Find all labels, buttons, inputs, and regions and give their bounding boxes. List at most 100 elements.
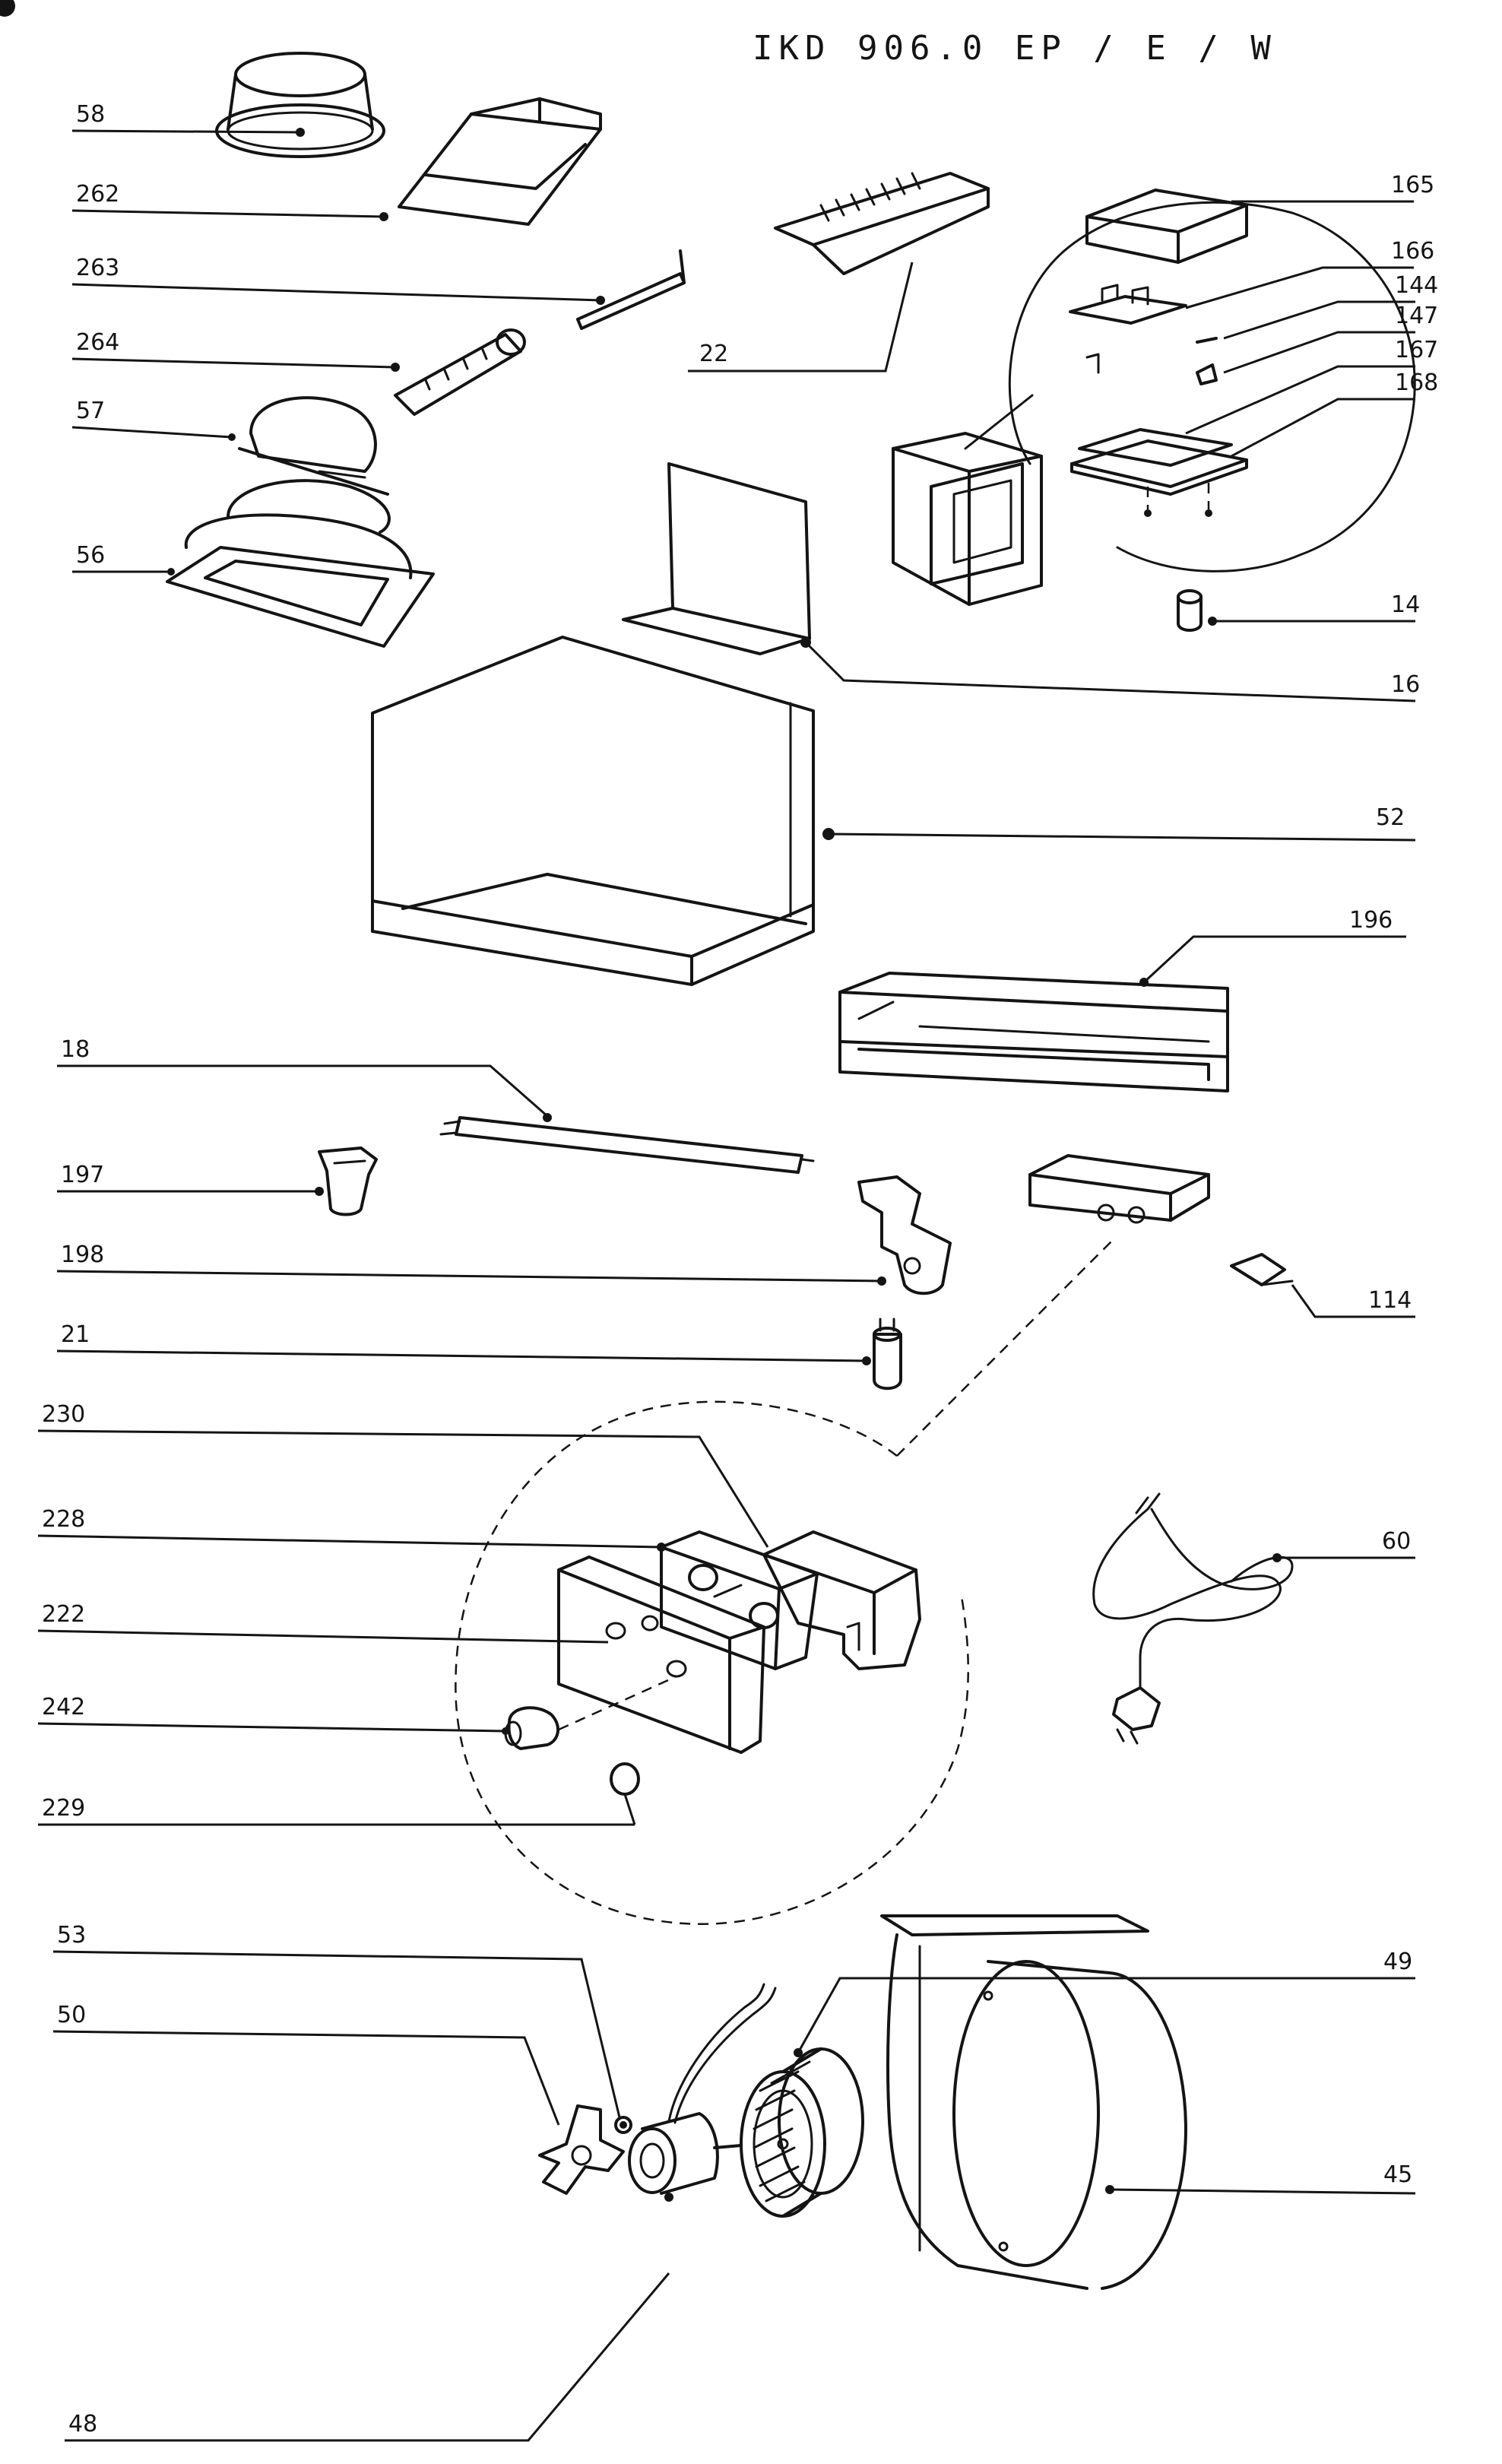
svg-text:50: 50 (57, 2002, 86, 2028)
part-167-knob-plate (1078, 428, 1233, 467)
label-263: 263 (71, 255, 605, 305)
part-197-holder (318, 1146, 378, 1216)
label-228: 228 (37, 1506, 666, 1552)
label-242: 242 (37, 1694, 509, 1735)
svg-text:16: 16 (1391, 671, 1420, 698)
label-48: 48 (65, 2193, 673, 2442)
label-264: 264 (71, 329, 400, 372)
part-166-switch-board (1069, 284, 1187, 325)
svg-text:264: 264 (76, 329, 119, 356)
svg-text:14: 14 (1391, 591, 1420, 618)
label-198: 198 (56, 1242, 886, 1286)
part-21-starter (873, 1318, 902, 1391)
label-167: 167 (1185, 337, 1438, 435)
part-147-clip (1085, 353, 1218, 385)
corner-mark (0, 0, 15, 17)
part-58-outlet-collar (215, 52, 385, 158)
svg-text:60: 60 (1382, 1528, 1411, 1555)
part-262-tray (398, 97, 602, 226)
label-147: 147 (1223, 303, 1438, 374)
label-14: 14 (1208, 591, 1420, 626)
svg-text:52: 52 (1376, 804, 1405, 831)
part-198-lamp-holder (857, 1175, 952, 1295)
label-52: 52 (822, 804, 1416, 842)
part-16-bracket (622, 462, 811, 655)
detail-circle-top (964, 201, 1416, 572)
svg-text:49: 49 (1383, 1949, 1412, 1975)
detail-circle-switch (455, 1238, 1114, 1925)
part-228-inner-plate (660, 1530, 819, 1670)
part-56-flange (166, 479, 435, 648)
label-18: 18 (57, 1036, 552, 1122)
svg-text:18: 18 (61, 1036, 90, 1063)
svg-text:168: 168 (1395, 369, 1438, 396)
part-168-base-plate (1070, 439, 1248, 517)
switch-housing (892, 432, 1043, 606)
part-144-spring (1196, 337, 1218, 344)
label-196: 196 (1139, 907, 1406, 987)
part-242-knob (504, 1675, 677, 1750)
part-52-hood-body (371, 636, 815, 986)
part-48-motor (628, 1983, 777, 2195)
svg-text:147: 147 (1395, 303, 1438, 329)
label-222: 222 (37, 1601, 609, 1644)
svg-text:228: 228 (42, 1506, 85, 1533)
label-21: 21 (56, 1321, 871, 1365)
svg-text:144: 144 (1395, 272, 1438, 299)
svg-text:22: 22 (699, 341, 728, 367)
svg-text:167: 167 (1395, 337, 1438, 363)
part-50-motor-bracket (538, 2104, 625, 2195)
svg-text:242: 242 (42, 1694, 85, 1720)
label-114: 114 (1291, 1284, 1415, 1318)
label-229: 229 (38, 1795, 635, 1826)
svg-text:57: 57 (76, 398, 105, 424)
label-50: 50 (52, 2002, 560, 2126)
svg-text:48: 48 (68, 2411, 97, 2437)
svg-text:21: 21 (61, 1321, 90, 1348)
part-264-spindle (394, 328, 526, 416)
svg-text:197: 197 (61, 1162, 104, 1188)
svg-text:58: 58 (76, 101, 105, 128)
svg-text:230: 230 (42, 1401, 85, 1428)
svg-text:53: 53 (57, 1922, 86, 1949)
label-166: 166 (1185, 238, 1434, 309)
label-57: 57 (71, 398, 236, 441)
label-45: 45 (1105, 2161, 1416, 2195)
model-title: IKD 906.0 EP / E / W (753, 29, 1277, 68)
svg-text:45: 45 (1383, 2161, 1412, 2188)
part-14-bulb-cap (1177, 589, 1203, 632)
switch-assembly-block (1028, 1154, 1210, 1224)
part-22-control-strip (774, 172, 990, 275)
svg-text:263: 263 (76, 255, 119, 281)
label-165: 165 (1231, 172, 1434, 203)
svg-text:114: 114 (1368, 1287, 1412, 1314)
label-60: 60 (1272, 1528, 1415, 1562)
label-197: 197 (57, 1162, 324, 1196)
label-16: 16 (800, 637, 1420, 702)
part-222-front-panel (557, 1555, 765, 1754)
part-49-fan-wheel (740, 2047, 864, 2218)
label-144: 144 (1223, 272, 1438, 340)
svg-text:262: 262 (76, 181, 119, 208)
svg-text:165: 165 (1391, 172, 1434, 198)
part-114-clip (1230, 1253, 1294, 1286)
part-229-button-cap (610, 1762, 640, 1825)
part-53-nut (614, 2116, 632, 2134)
part-165-cover (1085, 189, 1248, 264)
label-49: 49 (794, 1949, 1415, 2057)
label-58: 58 (71, 101, 305, 137)
part-45-blower-housing (880, 1914, 1187, 2290)
svg-text:196: 196 (1349, 907, 1393, 934)
label-53: 53 (52, 1922, 621, 2118)
part-196-light-frame (838, 972, 1229, 1092)
label-262: 262 (71, 181, 388, 221)
part-60-power-cord (1092, 1492, 1294, 1745)
svg-text:222: 222 (42, 1601, 85, 1628)
label-56: 56 (72, 542, 175, 576)
label-168: 168 (1231, 369, 1438, 458)
label-230: 230 (37, 1401, 769, 1548)
svg-text:56: 56 (76, 542, 105, 569)
svg-text:229: 229 (42, 1795, 85, 1822)
part-230-switch-body (762, 1530, 921, 1670)
